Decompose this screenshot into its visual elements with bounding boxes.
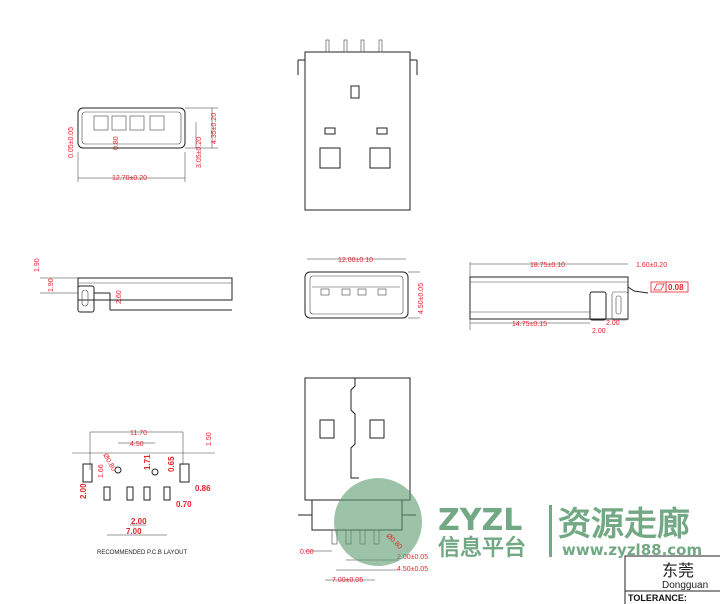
watermark-logo-icon <box>334 478 422 566</box>
tolerance-label: TOLERANCE: <box>628 593 687 603</box>
length-dim: 18.75±0.10 <box>530 262 565 269</box>
pin-span: 7.00 <box>126 527 142 536</box>
dim-a: 1.90 <box>34 258 41 272</box>
title-block: 东莞 Dongguan TOLERANCE: <box>624 555 720 604</box>
height-dim-1: 3.05±0.20 <box>196 137 203 168</box>
width-dim: 12.70±0.20 <box>112 175 147 182</box>
side-view-right: 18.75±0.10 1.60±0.20 0.08 14.75±0.15 2.0… <box>469 262 689 335</box>
flatness-callout: 0.08 <box>650 281 689 293</box>
hole-spacing: 4.50 <box>130 441 144 448</box>
dim-c: 2.60 <box>116 290 123 304</box>
dim-b: 1.90 <box>48 278 55 292</box>
company-cn: 东莞 <box>662 561 694 580</box>
pcb-layout-title: RECOMMENDED P.C.B LAYOUT <box>97 550 187 556</box>
front-top-view: 12.70±0.20 0.05±0.05 0.80 3.05±0.20 4.35… <box>68 107 218 182</box>
front-view-center: 12.00±0.10 4.50±0.05 <box>304 257 425 319</box>
pcb-layout: 11.70 4.50 Ø0.80 1.50 1.66 1.71 0.65 2.0… <box>72 430 215 556</box>
offset-top: 1.50 <box>206 432 213 446</box>
top-plan-view <box>297 39 418 211</box>
company-en: Dongguan <box>662 580 708 591</box>
left-dim: 0.05±0.05 <box>68 127 75 158</box>
flatness-icon <box>653 283 665 291</box>
watermark-brand: ZYZL <box>438 503 522 538</box>
pitch: 2.00 <box>131 517 147 526</box>
pad-height: 2.00 <box>79 483 88 499</box>
outer-dim: 7.00±0.05 <box>332 577 363 584</box>
watermark-url: www.zyzl88.com <box>562 541 702 559</box>
body-dim: 14.75±0.15 <box>512 321 547 328</box>
tab-width: 0.86 <box>195 484 211 493</box>
watermark: ZYZL 信息平台 资源走廊 www.zyzl88.com <box>334 478 702 566</box>
flatness-value: 0.08 <box>668 283 684 292</box>
offset-dim: 1.60±0.20 <box>636 262 667 269</box>
watermark-subtitle: 信息平台 <box>438 535 526 561</box>
pin-dim: 0.80 <box>113 136 120 150</box>
small-gap: 0.65 <box>167 456 176 472</box>
tab-dim-2: 2.00 <box>592 328 606 335</box>
tab-dim-1: 2.00 <box>606 320 620 327</box>
pad-len-left: 1.66 <box>98 464 105 478</box>
width-dim: 12.00±0.10 <box>338 257 373 264</box>
inner-dim: 4.50±0.05 <box>397 566 428 573</box>
width-total: 11.70 <box>130 430 147 437</box>
pin-width: 0.60 <box>300 549 314 556</box>
watermark-slogan: 资源走廊 <box>558 504 690 543</box>
pitch-dim: 2.00±0.05 <box>397 554 428 561</box>
hole-to-pad: 1.71 <box>143 454 152 470</box>
pad-width: 0.70 <box>176 500 192 509</box>
height-dim-2: 4.35±0.20 <box>211 113 218 144</box>
height-dim: 4.50±0.05 <box>418 283 425 314</box>
side-view-left: 1.90 1.90 2.60 <box>34 258 233 313</box>
